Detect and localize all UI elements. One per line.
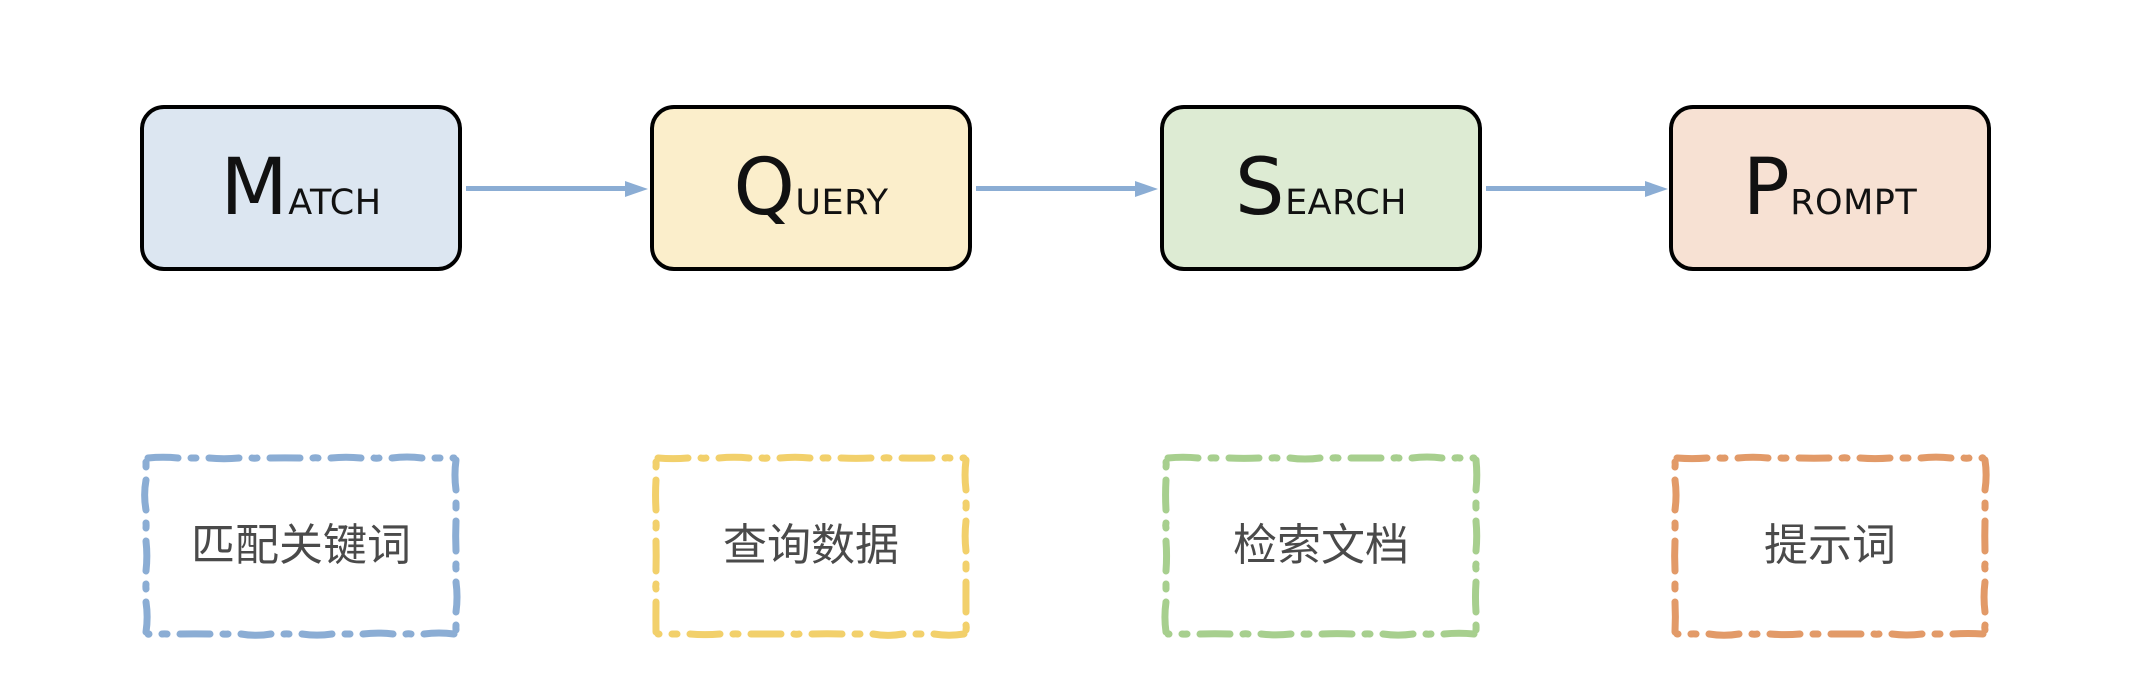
arrow-query-to-search (976, 181, 1158, 197)
note-label-prompt: 提示词 (1764, 520, 1896, 571)
arrow-head-icon (1135, 181, 1158, 197)
stage-box-search[interactable]: Search (1160, 105, 1482, 271)
arrow-shaft (1486, 186, 1646, 191)
note-box-query[interactable]: 查询数据 (650, 452, 972, 640)
sketchy-border-icon (1161, 453, 1481, 639)
arrow-shaft (976, 186, 1136, 191)
stage-box-query[interactable]: Query (650, 105, 972, 271)
stage-label-cap: Q (733, 143, 796, 233)
arrow-match-to-query (466, 181, 648, 197)
sketchy-border-icon (1671, 453, 1990, 639)
stage-label-prompt: Prompt (1743, 149, 1918, 227)
stage-label-rest: rompt (1790, 168, 1918, 226)
stage-label-rest: atch (288, 168, 382, 226)
stage-label-rest: uery (795, 168, 889, 226)
stage-label-query: Query (733, 149, 888, 227)
note-box-prompt[interactable]: 提示词 (1669, 452, 1991, 640)
arrow-head-icon (1645, 181, 1668, 197)
stage-box-prompt[interactable]: Prompt (1669, 105, 1991, 271)
note-label-search: 检索文档 (1233, 520, 1409, 571)
note-box-search[interactable]: 检索文档 (1160, 452, 1482, 640)
arrow-shaft (466, 186, 626, 191)
stage-label-cap: P (1742, 143, 1791, 233)
stage-label-rest: earch (1285, 168, 1407, 226)
stage-label-match: Match (220, 149, 381, 227)
note-label-query: 查询数据 (723, 520, 899, 571)
stage-box-match[interactable]: Match (140, 105, 462, 271)
stage-label-cap: S (1235, 143, 1286, 233)
arrow-head-icon (625, 181, 648, 197)
stage-label-search: Search (1235, 149, 1407, 227)
sketchy-border-icon (652, 453, 970, 639)
sketchy-border-icon (141, 453, 461, 639)
stage-label-cap: M (220, 143, 289, 233)
note-box-match[interactable]: 匹配关键词 (140, 452, 462, 640)
note-label-match: 匹配关键词 (191, 520, 411, 571)
arrow-search-to-prompt (1486, 181, 1668, 197)
